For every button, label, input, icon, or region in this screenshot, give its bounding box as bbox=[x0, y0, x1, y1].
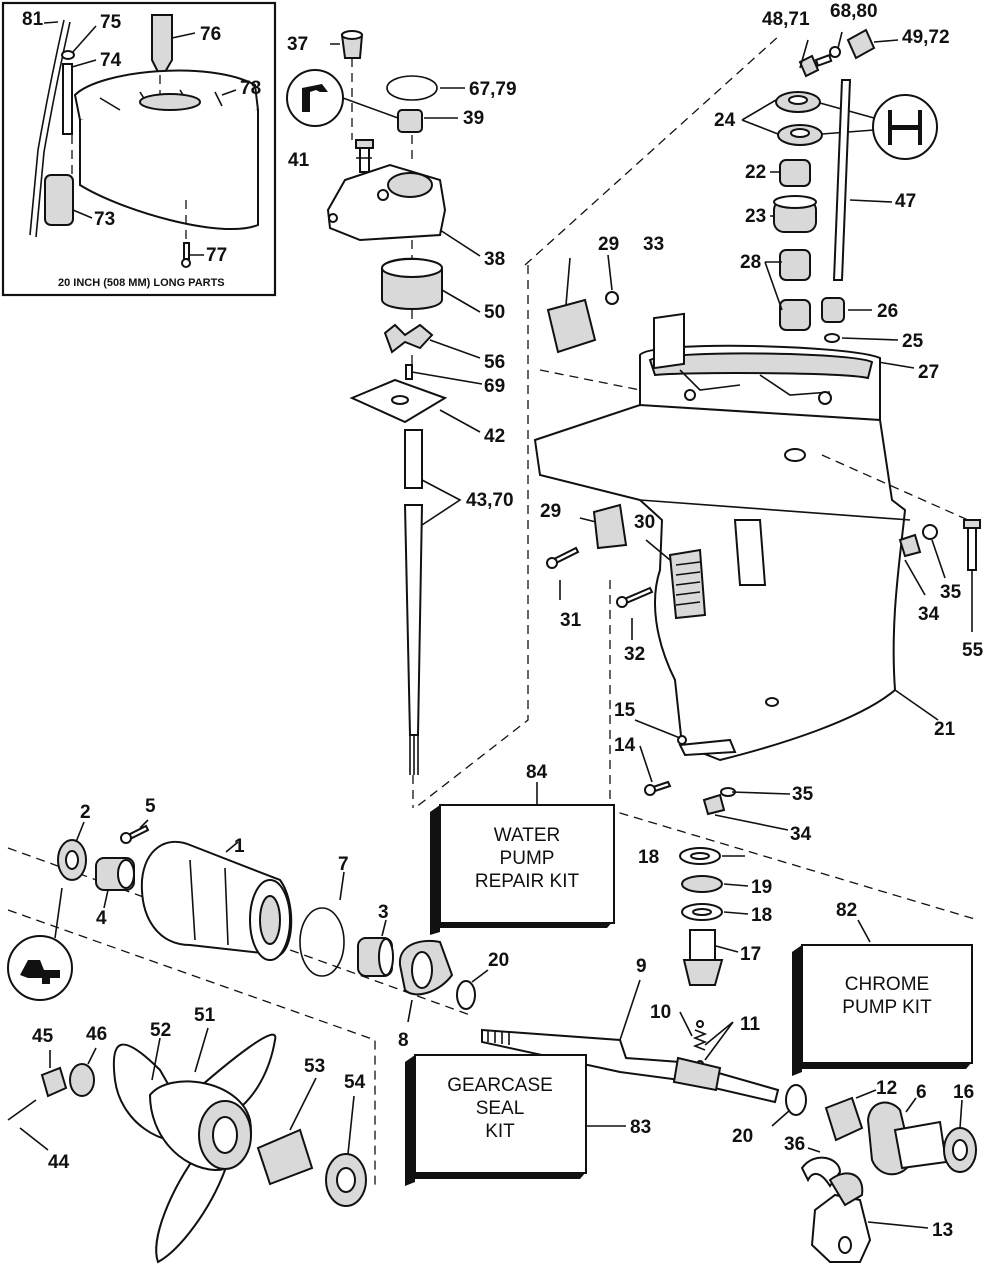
inset-caption: 20 INCH (508 MM) LONG PARTS bbox=[58, 277, 225, 289]
callout-74: 74 bbox=[100, 50, 122, 71]
callout-69: 69 bbox=[484, 376, 505, 397]
callout-35-lower: 35 bbox=[792, 784, 814, 805]
callout-21: 21 bbox=[934, 719, 956, 740]
callout-54: 54 bbox=[344, 1072, 366, 1093]
callout-46: 46 bbox=[86, 1024, 107, 1045]
callout-56: 56 bbox=[484, 352, 505, 373]
callout-10: 10 bbox=[650, 1002, 671, 1023]
callout-33: 33 bbox=[643, 234, 664, 255]
callout-75: 75 bbox=[100, 12, 122, 33]
callout-68-80: 68,80 bbox=[830, 1, 878, 22]
long-parts-inset: 81 75 74 76 78 73 77 20 INCH (508 MM) LO… bbox=[1, 1, 277, 297]
gearcase-housing: 29 33 29 30 31 32 34 35 55 21 15 14 35 3… bbox=[414, 34, 984, 921]
callout-15: 15 bbox=[614, 700, 636, 721]
callout-17: 17 bbox=[740, 944, 761, 965]
callout-5: 5 bbox=[145, 796, 156, 817]
callout-53: 53 bbox=[304, 1056, 325, 1077]
long-exhaust-housing bbox=[73, 69, 260, 230]
callout-29-bottom: 29 bbox=[540, 501, 561, 522]
callout-76: 76 bbox=[200, 24, 221, 45]
callout-22: 22 bbox=[745, 162, 766, 183]
kit-gearcase-seal-line3: KIT bbox=[485, 1121, 515, 1142]
callout-81: 81 bbox=[22, 9, 44, 30]
callout-39: 39 bbox=[463, 108, 484, 129]
callout-28: 28 bbox=[740, 252, 761, 273]
callout-32: 32 bbox=[624, 644, 645, 665]
callout-8: 8 bbox=[398, 1030, 409, 1051]
callout-14: 14 bbox=[614, 735, 636, 756]
callout-9: 9 bbox=[636, 956, 647, 977]
callout-13: 13 bbox=[932, 1220, 953, 1241]
callout-42: 42 bbox=[484, 426, 505, 447]
propeller-group: 52 51 45 46 53 54 44 bbox=[7, 1005, 367, 1264]
callout-73: 73 bbox=[94, 209, 115, 230]
kit-water-pump-line1: WATER bbox=[494, 825, 561, 846]
callout-38: 38 bbox=[484, 249, 505, 270]
shift-parts: 12 6 16 20 36 13 bbox=[732, 1078, 977, 1263]
callout-24: 24 bbox=[714, 110, 736, 131]
callout-84: 84 bbox=[526, 762, 548, 783]
callout-12: 12 bbox=[876, 1078, 897, 1099]
callout-6: 6 bbox=[916, 1082, 927, 1103]
callout-1: 1 bbox=[234, 836, 245, 857]
callout-20-left: 20 bbox=[488, 950, 509, 971]
callout-77: 77 bbox=[206, 245, 227, 266]
callout-48-71: 48,71 bbox=[762, 9, 810, 30]
callout-20-right: 20 bbox=[732, 1126, 753, 1147]
callout-45: 45 bbox=[32, 1026, 54, 1047]
callout-36: 36 bbox=[784, 1134, 805, 1155]
callout-34-lower: 34 bbox=[790, 824, 812, 845]
chrome-pump-kit: CHROME PUMP KIT 82 bbox=[792, 900, 973, 1076]
upper-right-parts: 48,71 68,80 49,72 24 22 23 47 28 26 25 2… bbox=[714, 1, 950, 383]
callout-83: 83 bbox=[630, 1117, 651, 1138]
water-pump-repair-kit: WATER PUMP REPAIR KIT 84 bbox=[430, 762, 615, 935]
callout-52: 52 bbox=[150, 1020, 171, 1041]
callout-7: 7 bbox=[338, 854, 349, 875]
callout-23: 23 bbox=[745, 206, 766, 227]
callout-44: 44 bbox=[48, 1152, 70, 1173]
callout-67-79: 67,79 bbox=[469, 79, 517, 100]
callout-34-upper: 34 bbox=[918, 604, 940, 625]
kit-chrome-pump-line1: CHROME bbox=[845, 974, 929, 995]
callout-29-top: 29 bbox=[598, 234, 619, 255]
callout-51: 51 bbox=[194, 1005, 216, 1026]
pinion-stack: 18 19 18 17 11 10 bbox=[638, 847, 772, 1068]
callout-3: 3 bbox=[378, 902, 389, 923]
kit-water-pump-line3: REPAIR KIT bbox=[475, 871, 580, 892]
callout-18-lower: 18 bbox=[751, 905, 772, 926]
callout-2: 2 bbox=[80, 802, 91, 823]
gearcase-seal-kit: GEARCASE SEAL KIT 83 bbox=[405, 1054, 651, 1186]
bearing-housing-group: 2 5 1 4 7 3 20 8 bbox=[7, 796, 509, 1190]
callout-25: 25 bbox=[902, 331, 924, 352]
callout-30: 30 bbox=[634, 512, 655, 533]
callout-55: 55 bbox=[962, 640, 984, 661]
kit-water-pump-line2: PUMP bbox=[500, 848, 555, 869]
callout-43-70: 43,70 bbox=[466, 490, 514, 511]
kit-chrome-pump-line2: PUMP KIT bbox=[842, 997, 932, 1018]
kit-gearcase-seal-line1: GEARCASE bbox=[447, 1075, 553, 1096]
water-pump-assembly: 37 67,79 39 41 38 50 56 69 42 43,70 bbox=[286, 30, 517, 808]
callout-18-upper: 18 bbox=[638, 847, 659, 868]
callout-47: 47 bbox=[895, 191, 916, 212]
callout-19: 19 bbox=[751, 877, 772, 898]
callout-16: 16 bbox=[953, 1082, 974, 1103]
kit-gearcase-seal-line2: SEAL bbox=[476, 1098, 525, 1119]
callout-4: 4 bbox=[96, 908, 107, 929]
callout-41: 41 bbox=[288, 150, 310, 171]
callout-50: 50 bbox=[484, 302, 505, 323]
callout-35-upper: 35 bbox=[940, 582, 962, 603]
callout-11: 11 bbox=[740, 1014, 761, 1035]
apply-sealant-icon bbox=[286, 69, 344, 127]
callout-27: 27 bbox=[918, 362, 939, 383]
callout-82: 82 bbox=[836, 900, 857, 921]
callout-37: 37 bbox=[287, 34, 308, 55]
callout-49-72: 49,72 bbox=[902, 27, 950, 48]
callout-31: 31 bbox=[560, 610, 582, 631]
callout-78: 78 bbox=[240, 78, 261, 99]
callout-26: 26 bbox=[877, 301, 898, 322]
